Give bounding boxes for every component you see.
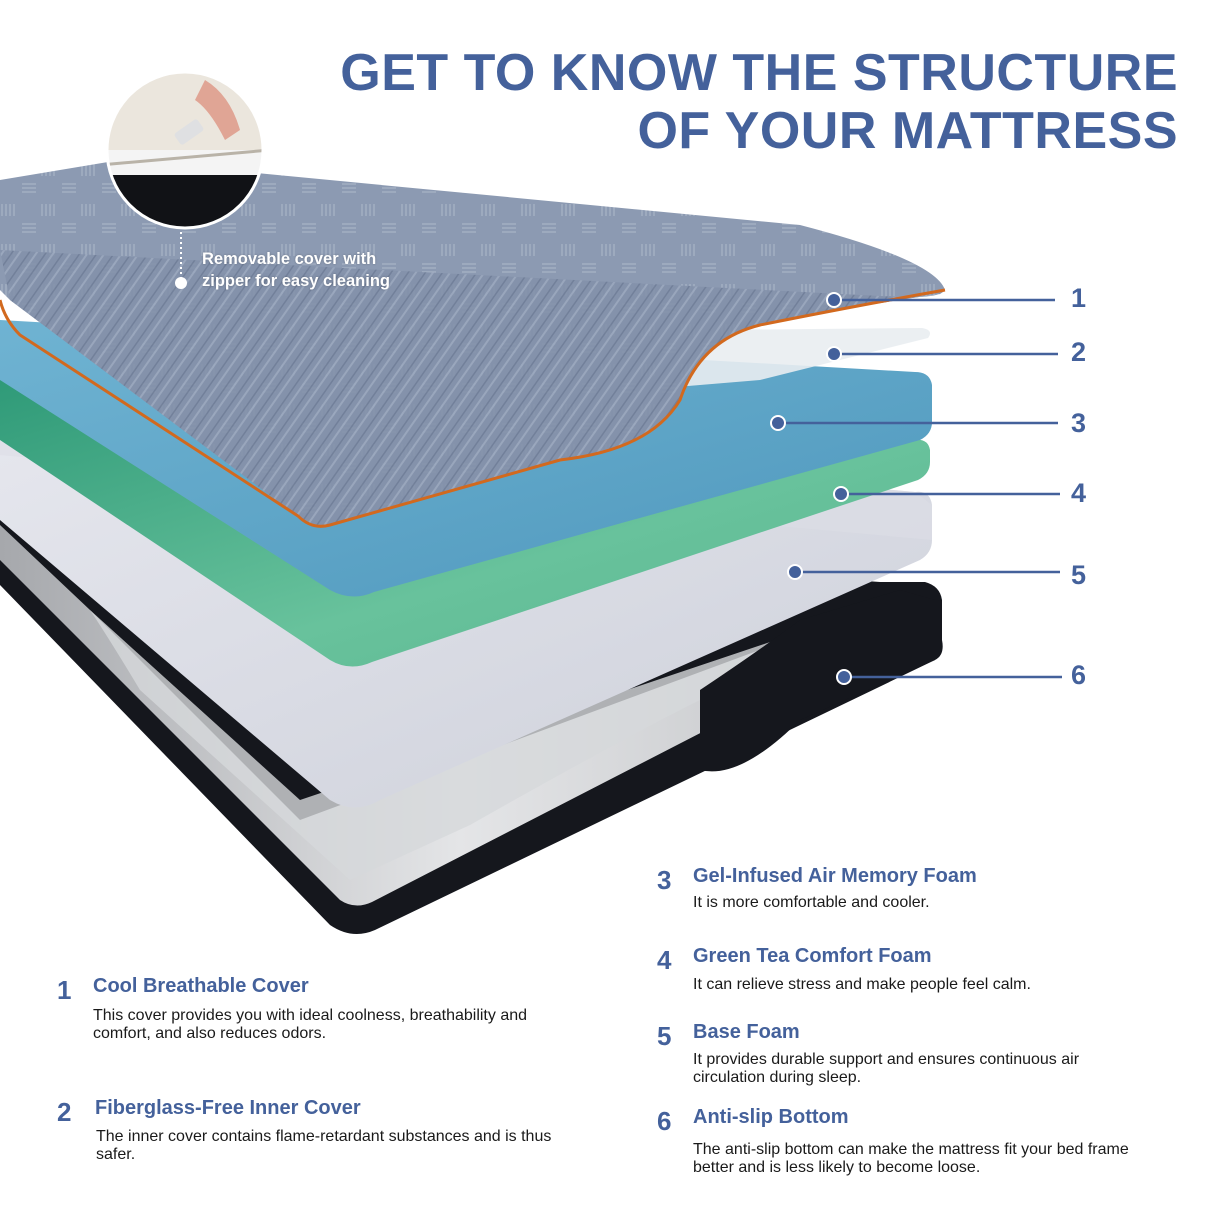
feature-title: Fiberglass-Free Inner Cover bbox=[95, 1097, 361, 1119]
cover-note-line-1: Removable cover with bbox=[202, 250, 377, 268]
callout-number-2: 2 bbox=[1071, 337, 1087, 367]
feature-description: It can relieve stress and make people fe… bbox=[693, 976, 1031, 993]
feature-description: This cover provides you with ideal cooln… bbox=[93, 1007, 528, 1042]
zipper-inset-image bbox=[107, 72, 263, 228]
callout-lines bbox=[778, 298, 1062, 679]
callout-number-5: 5 bbox=[1071, 560, 1087, 590]
cover-piping bbox=[0, 288, 946, 528]
feature-title: Anti-slip Bottom bbox=[693, 1106, 849, 1128]
callout-dots bbox=[770, 292, 852, 685]
feature-number: 1 bbox=[57, 975, 72, 1005]
feature-description: It is more comfortable and cooler. bbox=[693, 894, 930, 911]
callout-number-3: 3 bbox=[1071, 408, 1087, 438]
feature-number: 4 bbox=[657, 945, 672, 975]
callout-number-1: 1 bbox=[1071, 283, 1087, 313]
cover-note-line-2: zipper for easy cleaning bbox=[202, 272, 390, 290]
feature-number: 2 bbox=[57, 1097, 72, 1127]
page-title: GET TO KNOW THE STRUCTURE OF YOUR MATTRE… bbox=[340, 44, 1178, 160]
title-line-2: OF YOUR MATTRESS bbox=[637, 102, 1178, 160]
feature-number: 5 bbox=[657, 1021, 672, 1051]
callout-number-6: 6 bbox=[1071, 660, 1087, 690]
title-line-1: GET TO KNOW THE STRUCTURE bbox=[340, 44, 1178, 102]
cover-note: Removable cover with zipper for easy cle… bbox=[202, 248, 390, 292]
feature-title: Green Tea Comfort Foam bbox=[693, 945, 932, 967]
feature-title: Base Foam bbox=[693, 1021, 800, 1043]
feature-title: Gel-Infused Air Memory Foam bbox=[693, 865, 977, 887]
feature-description: The inner cover contains flame-retardant… bbox=[96, 1128, 552, 1163]
callout-number-4: 4 bbox=[1071, 478, 1087, 508]
feature-description: The anti-slip bottom can make the mattre… bbox=[693, 1141, 1129, 1176]
feature-title: Cool Breathable Cover bbox=[93, 975, 309, 997]
feature-number: 6 bbox=[657, 1106, 672, 1136]
feature-number: 3 bbox=[657, 865, 672, 895]
feature-description: It provides durable support and ensures … bbox=[693, 1051, 1080, 1086]
